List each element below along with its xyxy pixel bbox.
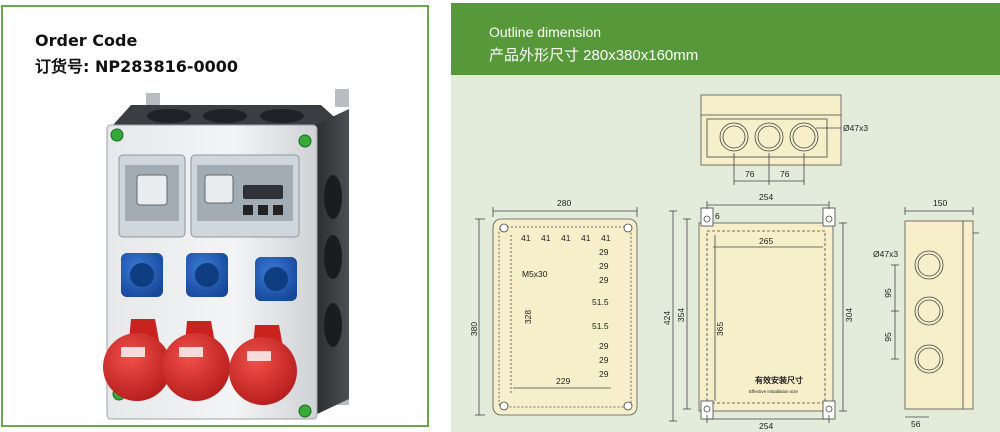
top-hole-label: Ø47x3 [843, 123, 868, 133]
side-bottom-offset: 56 [911, 419, 921, 429]
mount-install-en: Effective installation size [749, 389, 798, 394]
product-image [103, 89, 349, 420]
mount-bottom-width: 254 [759, 421, 773, 431]
header-title-en: Outline dimension [489, 24, 602, 40]
front-right-spacing-7: 29 [599, 355, 609, 365]
side-hole-label: Ø47x3 [873, 249, 898, 259]
mount-top-width: 254 [759, 192, 773, 202]
front-right-spacing-3: 29 [599, 275, 609, 285]
front-top-spacing-5: 41 [601, 233, 611, 243]
front-top-spacing-4: 41 [581, 233, 591, 243]
side-width: 150 [933, 198, 947, 208]
front-width: 280 [557, 198, 571, 208]
front-right-spacing-2: 29 [599, 261, 609, 271]
side-view [891, 207, 979, 418]
front-right-spacing-4: 51.5 [592, 297, 609, 307]
front-right-spacing-8: 29 [599, 369, 609, 379]
dimension-panel: Outline dimension 产品外形尺寸 280x380x160mm [451, 3, 1000, 432]
front-inner-width: 229 [556, 376, 570, 386]
mount-inner-width: 265 [759, 236, 773, 246]
front-view [475, 207, 638, 416]
front-height: 380 [469, 322, 479, 336]
dimension-header: Outline dimension 产品外形尺寸 280x380x160mm [451, 3, 1000, 75]
mount-offset: 6 [715, 211, 720, 221]
order-code: 订货号: NP283816-0000 [35, 57, 239, 76]
top-spacing-1: 76 [745, 169, 755, 179]
front-right-spacing-5: 51.5 [592, 321, 609, 331]
dimension-drawing: Ø47x3 76 76 280 380 328 M5x30 229 41 41 … [469, 94, 979, 431]
product-panel: Order Code 订货号: NP283816-0000 [1, 5, 429, 427]
front-right-spacing-6: 29 [599, 341, 609, 351]
mount-outer-height: 424 [662, 311, 672, 325]
front-right-spacing-1: 29 [599, 247, 609, 257]
front-top-spacing-3: 41 [561, 233, 571, 243]
front-top-spacing-2: 41 [541, 233, 551, 243]
mount-inner-height: 365 [715, 322, 725, 336]
front-top-spacing-1: 41 [521, 233, 531, 243]
top-spacing-2: 76 [780, 169, 790, 179]
front-inner-height: 328 [523, 310, 533, 324]
mount-height: 354 [676, 308, 686, 322]
side-spacing-1: 95 [883, 288, 893, 298]
side-spacing-2: 95 [883, 332, 893, 342]
top-view [700, 94, 842, 185]
mount-view [669, 201, 847, 423]
order-title: Order Code [35, 31, 138, 50]
mount-right-height: 304 [844, 308, 854, 322]
front-screw-label: M5x30 [522, 269, 548, 279]
mount-install-cn: 有效安装尺寸 [755, 375, 803, 385]
header-title-cn: 产品外形尺寸 280x380x160mm [489, 47, 699, 64]
